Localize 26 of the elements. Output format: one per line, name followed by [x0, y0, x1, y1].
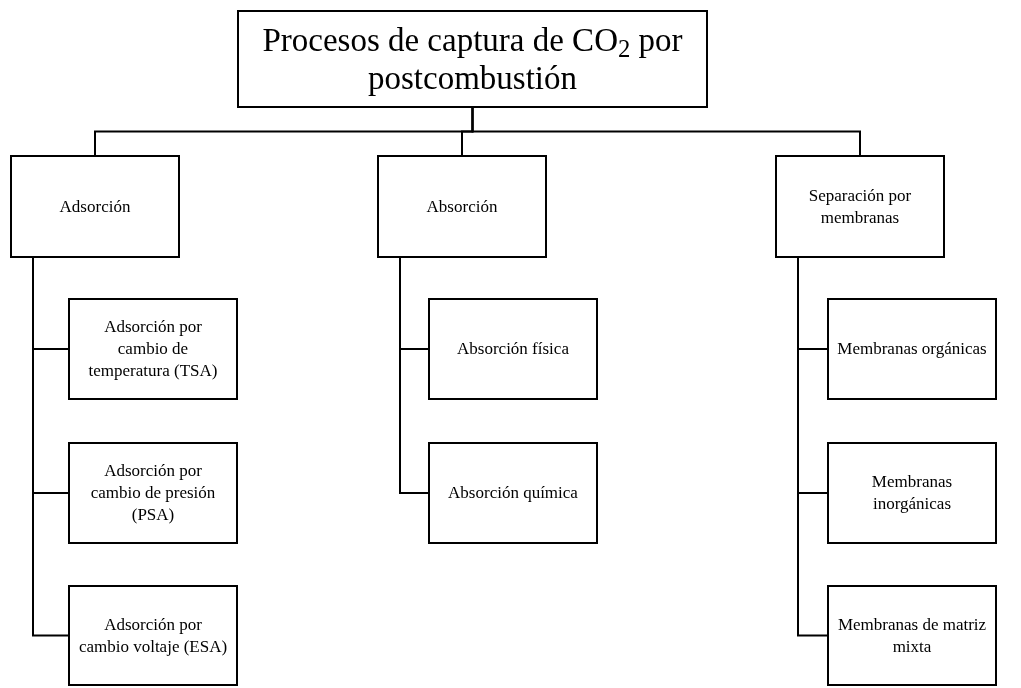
process-box: [428, 442, 598, 544]
box-text: Membranas inorgánicas: [870, 471, 954, 515]
process-box: [68, 298, 238, 400]
box-text: Absorción física: [457, 338, 569, 360]
process-box: [827, 298, 997, 400]
process-box: [827, 442, 997, 544]
process-box: [10, 155, 180, 258]
process-box: [68, 442, 238, 544]
box-text: Membranas orgánicas: [837, 338, 987, 360]
box-text: Absorción: [426, 195, 498, 218]
process-box: [68, 585, 238, 686]
box-text: Absorción química: [448, 482, 578, 504]
box-text: Separación por membranas: [807, 184, 913, 229]
box-text: Adsorción: [59, 195, 131, 218]
process-box: [377, 155, 547, 258]
title-box: [237, 10, 708, 108]
box-text: Adsorción por cambio voltaje (ESA): [78, 613, 228, 658]
process-box: [775, 155, 945, 258]
connector-line: [471, 107, 861, 156]
connector-line: [399, 257, 429, 494]
process-box: [827, 585, 997, 686]
box-text: Membranas de matriz mixta: [837, 613, 987, 658]
process-box: [428, 298, 598, 400]
box-text: Adsorción por cambio de presión (PSA): [89, 460, 217, 526]
box-text: Adsorción por cambio de temperatura (TSA): [87, 316, 219, 382]
box-text: Procesos de captura de CO$_{2}$ por postcombustión: [261, 21, 684, 97]
